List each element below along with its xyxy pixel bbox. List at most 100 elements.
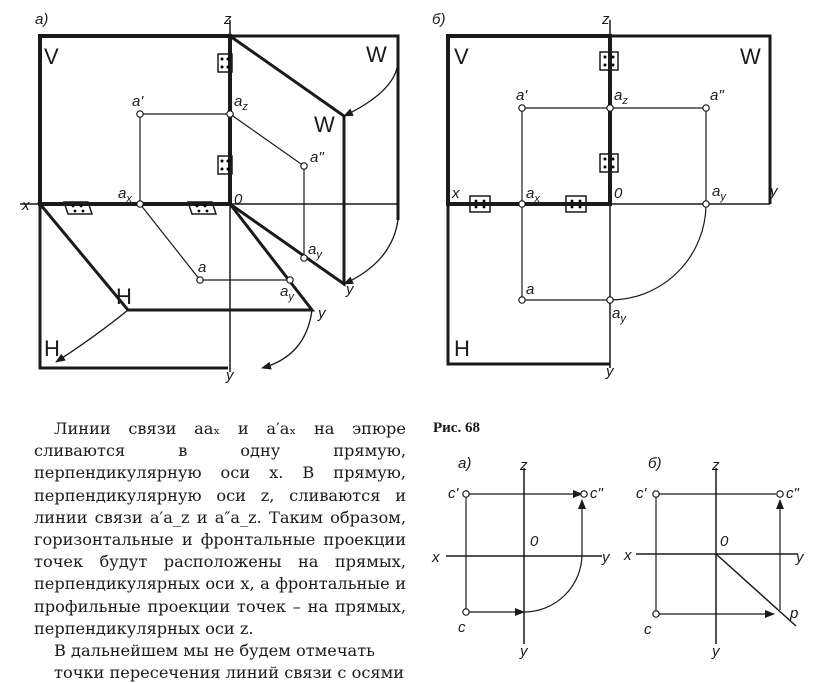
label-c-dprime: c" <box>590 485 604 502</box>
figure-a: а) V W W H H z x y y y 0 <box>20 11 400 384</box>
point-c-prime <box>462 490 470 498</box>
paragraph-1: Линии связи aaₓ и a′aₓ на эпюре сливаютс… <box>34 419 406 638</box>
origin-label: 0 <box>614 185 623 202</box>
point-c-dprime <box>776 490 784 498</box>
label-az: az <box>614 87 628 107</box>
label-a: a <box>198 259 206 276</box>
point-c <box>462 608 470 616</box>
label-p: р <box>789 605 798 622</box>
label-az: az <box>234 93 248 113</box>
label-ax: ax <box>118 185 132 205</box>
point-ay-bottom <box>606 296 614 304</box>
point-ax <box>136 200 144 208</box>
axis-y-right-label: y <box>601 549 611 566</box>
plane-v-frame <box>38 34 232 206</box>
plane-v-label: V <box>44 44 59 69</box>
label-ax: ax <box>526 185 540 205</box>
rotation-arc-h-right <box>261 309 313 370</box>
axis-y-bottom-label: y <box>519 643 529 660</box>
axis-y-h-line <box>229 203 313 311</box>
label-c-dprime: c" <box>786 485 800 502</box>
point-a-dprime <box>300 162 308 170</box>
point-az <box>226 110 234 118</box>
point-a-prime <box>136 110 144 118</box>
paragraph-2: В дальнейшем мы не будем отмечать <box>54 641 375 661</box>
point-c-dprime <box>580 490 588 498</box>
point-ay-w <box>300 254 308 262</box>
projection-lines-v-w <box>139 113 305 258</box>
label-a-prime: a' <box>516 87 528 104</box>
axis-z-label: z <box>601 11 610 28</box>
right-angle-marker-1 <box>599 51 619 71</box>
rotation-arc-w-bottom <box>343 219 399 285</box>
right-angle-marker-4 <box>565 195 587 213</box>
axis-y-right-label: y <box>769 183 779 200</box>
plane-v-label: V <box>454 44 469 69</box>
panel-label-68a: а) <box>458 455 471 472</box>
axis-z-label: z <box>223 11 232 28</box>
origin-label: 0 <box>234 191 243 208</box>
plane-w-inner-frame <box>228 33 346 287</box>
point-c <box>652 610 660 618</box>
right-angle-marker-2 <box>217 155 233 175</box>
axis-y-right-label: y <box>795 549 805 566</box>
point-ay-right <box>702 200 710 208</box>
axis-x-label: x <box>431 549 440 566</box>
origin-label: 0 <box>530 533 539 550</box>
axis-z-label: z <box>519 457 528 474</box>
plane-w-frame <box>610 34 772 204</box>
plane-h-frame <box>446 204 610 366</box>
label-c: c <box>458 619 466 636</box>
axis-y-w-line <box>229 203 345 285</box>
figure-68a: а) z x y y 0 c' c" c <box>431 455 611 660</box>
rotation-arc-w-top <box>343 59 399 117</box>
body-text: Линии связи aaₓ и a′aₓ на эпюре сливаютс… <box>34 418 406 684</box>
panel-label-b: б) <box>432 11 445 28</box>
axis-z-label: z <box>711 457 720 474</box>
plane-v-frame <box>446 34 612 206</box>
plane-h-inner-label: H <box>116 284 132 309</box>
point-ay-h <box>286 276 294 284</box>
axis-x-label: x <box>451 185 460 202</box>
axis-x-label: x <box>21 197 30 214</box>
right-angle-marker-3 <box>469 195 491 213</box>
point-a <box>196 276 204 284</box>
label-ay-w: ay <box>308 241 323 261</box>
axis-x-label: x <box>623 547 632 564</box>
axis-y-label-3: y <box>225 367 235 384</box>
plane-h-label: H <box>454 336 470 361</box>
rotation-arc-h-left <box>55 309 129 363</box>
bisector-line <box>715 553 797 627</box>
panel-label-68b: б) <box>648 455 661 472</box>
axis-y-label-1: y <box>345 281 355 298</box>
transfer-arc <box>523 553 583 613</box>
axis-y-bottom-label: y <box>605 363 615 380</box>
plane-w-outer-frame <box>230 34 400 220</box>
paragraph-3: точки пересечения линий связи с осями <box>54 663 404 683</box>
point-a-dprime <box>702 104 710 112</box>
origin-label: 0 <box>720 533 729 550</box>
label-c-prime: c' <box>448 485 460 502</box>
plane-h-outer-label: H <box>44 336 60 361</box>
point-ax <box>518 200 526 208</box>
label-a-dprime: a" <box>310 149 324 166</box>
panel-label-a: а) <box>35 11 48 28</box>
right-angle-marker-3 <box>62 201 94 215</box>
plane-w-inner-label: W <box>314 112 335 137</box>
label-c-prime: c' <box>636 485 648 502</box>
figure-b: б) V W H z x y y 0 <box>432 11 779 380</box>
plane-h-outer-frame <box>38 204 228 370</box>
right-angle-marker-4 <box>186 201 218 215</box>
figure-68b: б) z x y y 0 c' c" c р <box>623 455 805 660</box>
projection-lines-h <box>139 203 290 281</box>
label-ay-h: ay <box>280 283 295 303</box>
label-a-dprime: a" <box>710 87 724 104</box>
right-angle-marker-1 <box>217 53 233 73</box>
label-a: a <box>526 281 534 298</box>
point-a-prime <box>518 104 526 112</box>
figure-caption: Рис. 68 <box>433 420 480 436</box>
point-c-prime <box>652 490 660 498</box>
axis-y-label-2: y <box>317 305 327 322</box>
plane-w-label: W <box>740 44 761 69</box>
